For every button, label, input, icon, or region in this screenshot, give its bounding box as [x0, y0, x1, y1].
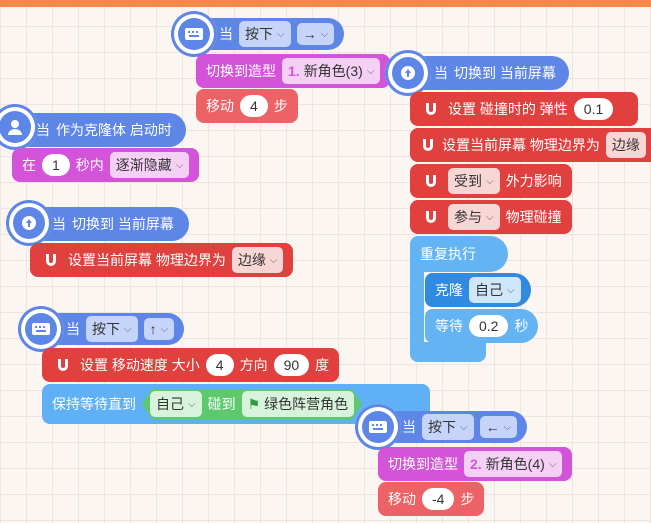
set-boundary-block[interactable]: 设置当前屏幕 物理边界为 边缘 — [410, 128, 651, 162]
boundary-dropdown[interactable]: 边缘⌵ — [231, 247, 284, 273]
keyboard-icon — [355, 404, 401, 450]
repeat-left-arm — [410, 270, 424, 342]
chevron-down-icon: ⌵ — [486, 211, 494, 223]
key-action-dropdown[interactable]: 按下⌵ — [422, 414, 474, 440]
elasticity-input[interactable]: 0.1 — [573, 98, 614, 120]
chevron-down-icon: ⌵ — [269, 254, 278, 266]
magnet-icon — [40, 249, 62, 271]
chevron-down-icon: ⌵ — [277, 28, 285, 40]
key-action-dropdown[interactable]: 按下⌵ — [239, 21, 291, 47]
key-action-dropdown[interactable]: 按下⌵ — [86, 316, 138, 342]
magnet-icon — [420, 98, 442, 120]
move-steps-block[interactable]: 移动 4 步 — [196, 89, 298, 123]
chevron-down-icon: ⌵ — [175, 159, 184, 171]
chevron-down-icon: ⌵ — [320, 28, 329, 40]
chevron-down-icon: ⌵ — [160, 323, 169, 335]
force-dropdown[interactable]: 受到⌵ — [448, 168, 500, 194]
fade-dropdown[interactable]: 逐渐隐藏⌵ — [109, 152, 190, 178]
screen-switch-icon — [6, 200, 52, 246]
magnet-icon — [52, 354, 74, 376]
direction-input[interactable]: 90 — [273, 354, 310, 376]
boundary-dropdown[interactable]: 边缘 — [605, 132, 646, 158]
touch-target-dropdown[interactable]: ⚑绿色阵营角色 — [242, 391, 355, 417]
key-dropdown[interactable]: ↑⌵ — [143, 318, 175, 340]
switch-costume-block[interactable]: 切换到造型 1.新角色(3)⌵ — [196, 54, 391, 88]
magnet-icon — [420, 134, 436, 156]
magnet-icon — [420, 170, 442, 192]
fade-seconds-input[interactable]: 1 — [42, 154, 70, 176]
touching-condition[interactable]: 自己⌵ 碰到 ⚑绿色阵营角色 — [142, 389, 362, 419]
chevron-down-icon: ⌵ — [486, 175, 494, 187]
clone-block[interactable]: 克隆 自己⌵ — [425, 273, 531, 307]
key-dropdown[interactable]: ←⌵ — [479, 416, 518, 438]
set-boundary-block-2[interactable]: 设置当前屏幕 物理边界为 边缘⌵ — [30, 243, 294, 277]
costume-dropdown[interactable]: 1.新角色(3)⌵ — [282, 58, 381, 84]
move-steps-block-2[interactable]: 移动 -4 步 — [378, 482, 485, 516]
chevron-down-icon: ⌵ — [188, 398, 196, 410]
switch-costume-block-2[interactable]: 切换到造型 2.新角色(4)⌵ — [378, 447, 573, 481]
key-dropdown[interactable]: →⌵ — [296, 23, 335, 45]
chevron-down-icon: ⌵ — [124, 323, 132, 335]
repeat-forever-block[interactable]: 重复执行 — [410, 236, 508, 272]
set-elasticity-block[interactable]: 设置 碰撞时的 弹性 0.1 — [410, 92, 638, 126]
fade-hide-block[interactable]: 在 1 秒内 逐渐隐藏⌵ — [12, 148, 200, 182]
steps-input[interactable]: -4 — [422, 488, 455, 510]
wait-block[interactable]: 等待 0.2 秒 — [425, 309, 539, 343]
magnet-icon — [420, 206, 442, 228]
chevron-down-icon: ⌵ — [503, 421, 512, 433]
chevron-down-icon: ⌵ — [507, 284, 515, 296]
clone-target-dropdown[interactable]: 自己⌵ — [469, 277, 521, 303]
flag-icon: ⚑ — [247, 395, 261, 412]
keyboard-icon — [18, 306, 64, 352]
when-label: 当 — [219, 26, 233, 42]
chevron-down-icon: ⌵ — [460, 421, 468, 433]
wait-seconds-input[interactable]: 0.2 — [469, 315, 509, 337]
speed-input[interactable]: 4 — [205, 354, 234, 376]
collide-dropdown[interactable]: 参与⌵ — [448, 204, 500, 230]
chevron-down-icon: ⌵ — [548, 458, 557, 470]
clone-user-icon — [0, 104, 38, 150]
top-accent-bar — [0, 0, 651, 7]
screen-switch-icon — [385, 50, 431, 96]
self-dropdown[interactable]: 自己⌵ — [150, 391, 202, 417]
keyboard-icon — [171, 11, 217, 57]
steps-input[interactable]: 4 — [240, 95, 268, 117]
physics-collide-block[interactable]: 参与⌵ 物理碰撞 — [410, 200, 572, 234]
chevron-down-icon: ⌵ — [366, 65, 375, 77]
costume-dropdown[interactable]: 2.新角色(4)⌵ — [464, 451, 563, 477]
set-move-speed-block[interactable]: 设置 移动速度 大小 4 方向 90 度 — [42, 348, 340, 382]
external-force-block[interactable]: 受到⌵ 外力影响 — [410, 164, 572, 198]
repeat-bottom-arm — [410, 342, 486, 362]
